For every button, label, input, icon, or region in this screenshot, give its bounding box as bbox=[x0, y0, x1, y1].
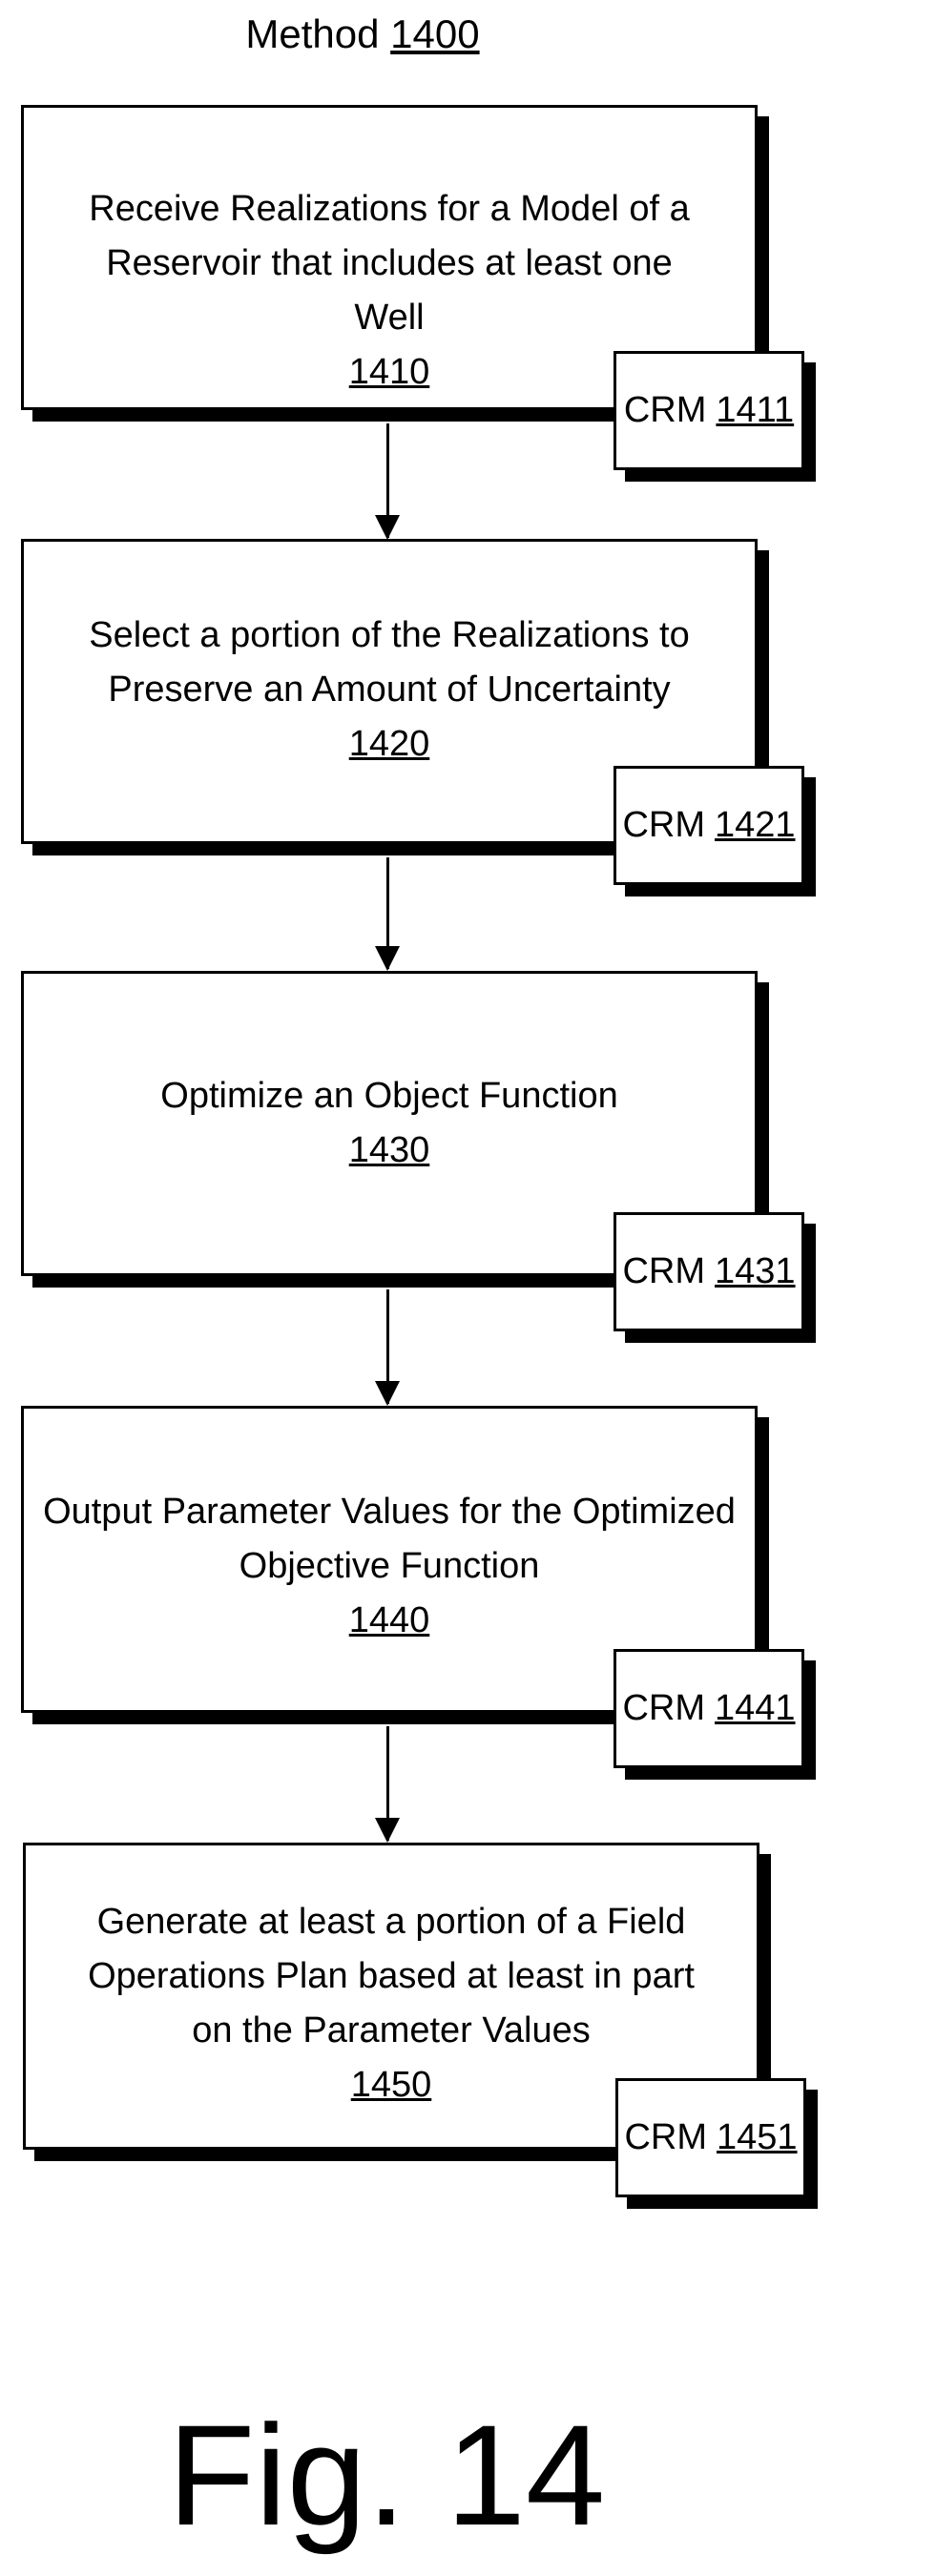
step-1410-box: Receive Realizations for a Model of a Re… bbox=[21, 105, 758, 410]
crm-1421-ref: 1421 bbox=[715, 805, 796, 846]
crm-1441-box: CRM 1441 bbox=[614, 1649, 804, 1768]
crm-1441-ref: 1441 bbox=[715, 1688, 796, 1729]
step-1440-ref: 1440 bbox=[43, 1594, 736, 1648]
crm-1451-ref: 1451 bbox=[717, 2117, 798, 2158]
step-1430-text-block: Optimize an Object Function 1430 bbox=[24, 1069, 755, 1178]
step-1420-text: Select a portion of the Realizations to … bbox=[89, 615, 690, 710]
method-title-number: 1400 bbox=[390, 11, 479, 56]
step-1420-ref: 1420 bbox=[81, 717, 697, 772]
method-title: Method 1400 bbox=[0, 11, 725, 57]
arrow-1440-to-1450 bbox=[386, 1726, 389, 1841]
crm-1431-ref: 1431 bbox=[715, 1251, 796, 1292]
arrow-1430-to-1440 bbox=[386, 1289, 389, 1404]
crm-1431-label: CRM bbox=[622, 1251, 705, 1292]
step-1450-box: Generate at least a portion of a Field O… bbox=[23, 1843, 759, 2150]
step-1420-box: Select a portion of the Realizations to … bbox=[21, 539, 758, 844]
crm-1411-label: CRM bbox=[624, 390, 707, 431]
crm-1451-label: CRM bbox=[624, 2117, 707, 2158]
step-1450-ref: 1450 bbox=[73, 2058, 709, 2112]
step-1450-text: Generate at least a portion of a Field O… bbox=[88, 1902, 695, 2050]
crm-1411-ref: 1411 bbox=[716, 390, 794, 431]
crm-1451-box: CRM 1451 bbox=[615, 2078, 806, 2197]
step-1430-ref: 1430 bbox=[81, 1123, 697, 1178]
crm-1431-box: CRM 1431 bbox=[614, 1212, 804, 1331]
arrow-1420-to-1430 bbox=[386, 857, 389, 969]
step-1410-ref: 1410 bbox=[81, 345, 697, 400]
method-title-label: Method bbox=[245, 11, 379, 56]
crm-1421-label: CRM bbox=[622, 805, 705, 846]
crm-1441-label: CRM bbox=[622, 1688, 705, 1729]
step-1430-box: Optimize an Object Function 1430 CRM 143… bbox=[21, 971, 758, 1276]
step-1420-text-block: Select a portion of the Realizations to … bbox=[24, 608, 755, 772]
step-1430-text: Optimize an Object Function bbox=[160, 1076, 617, 1116]
crm-1421-box: CRM 1421 bbox=[614, 766, 804, 885]
figure-label: Fig. 14 bbox=[0, 2403, 773, 2546]
step-1440-text: Output Parameter Values for the Optimize… bbox=[43, 1492, 736, 1586]
crm-1411-box: CRM 1411 bbox=[614, 351, 804, 470]
arrow-1410-to-1420 bbox=[386, 423, 389, 538]
step-1440-text-block: Output Parameter Values for the Optimize… bbox=[24, 1485, 755, 1648]
step-1440-box: Output Parameter Values for the Optimize… bbox=[21, 1406, 758, 1713]
step-1410-text: Receive Realizations for a Model of a Re… bbox=[89, 189, 689, 338]
